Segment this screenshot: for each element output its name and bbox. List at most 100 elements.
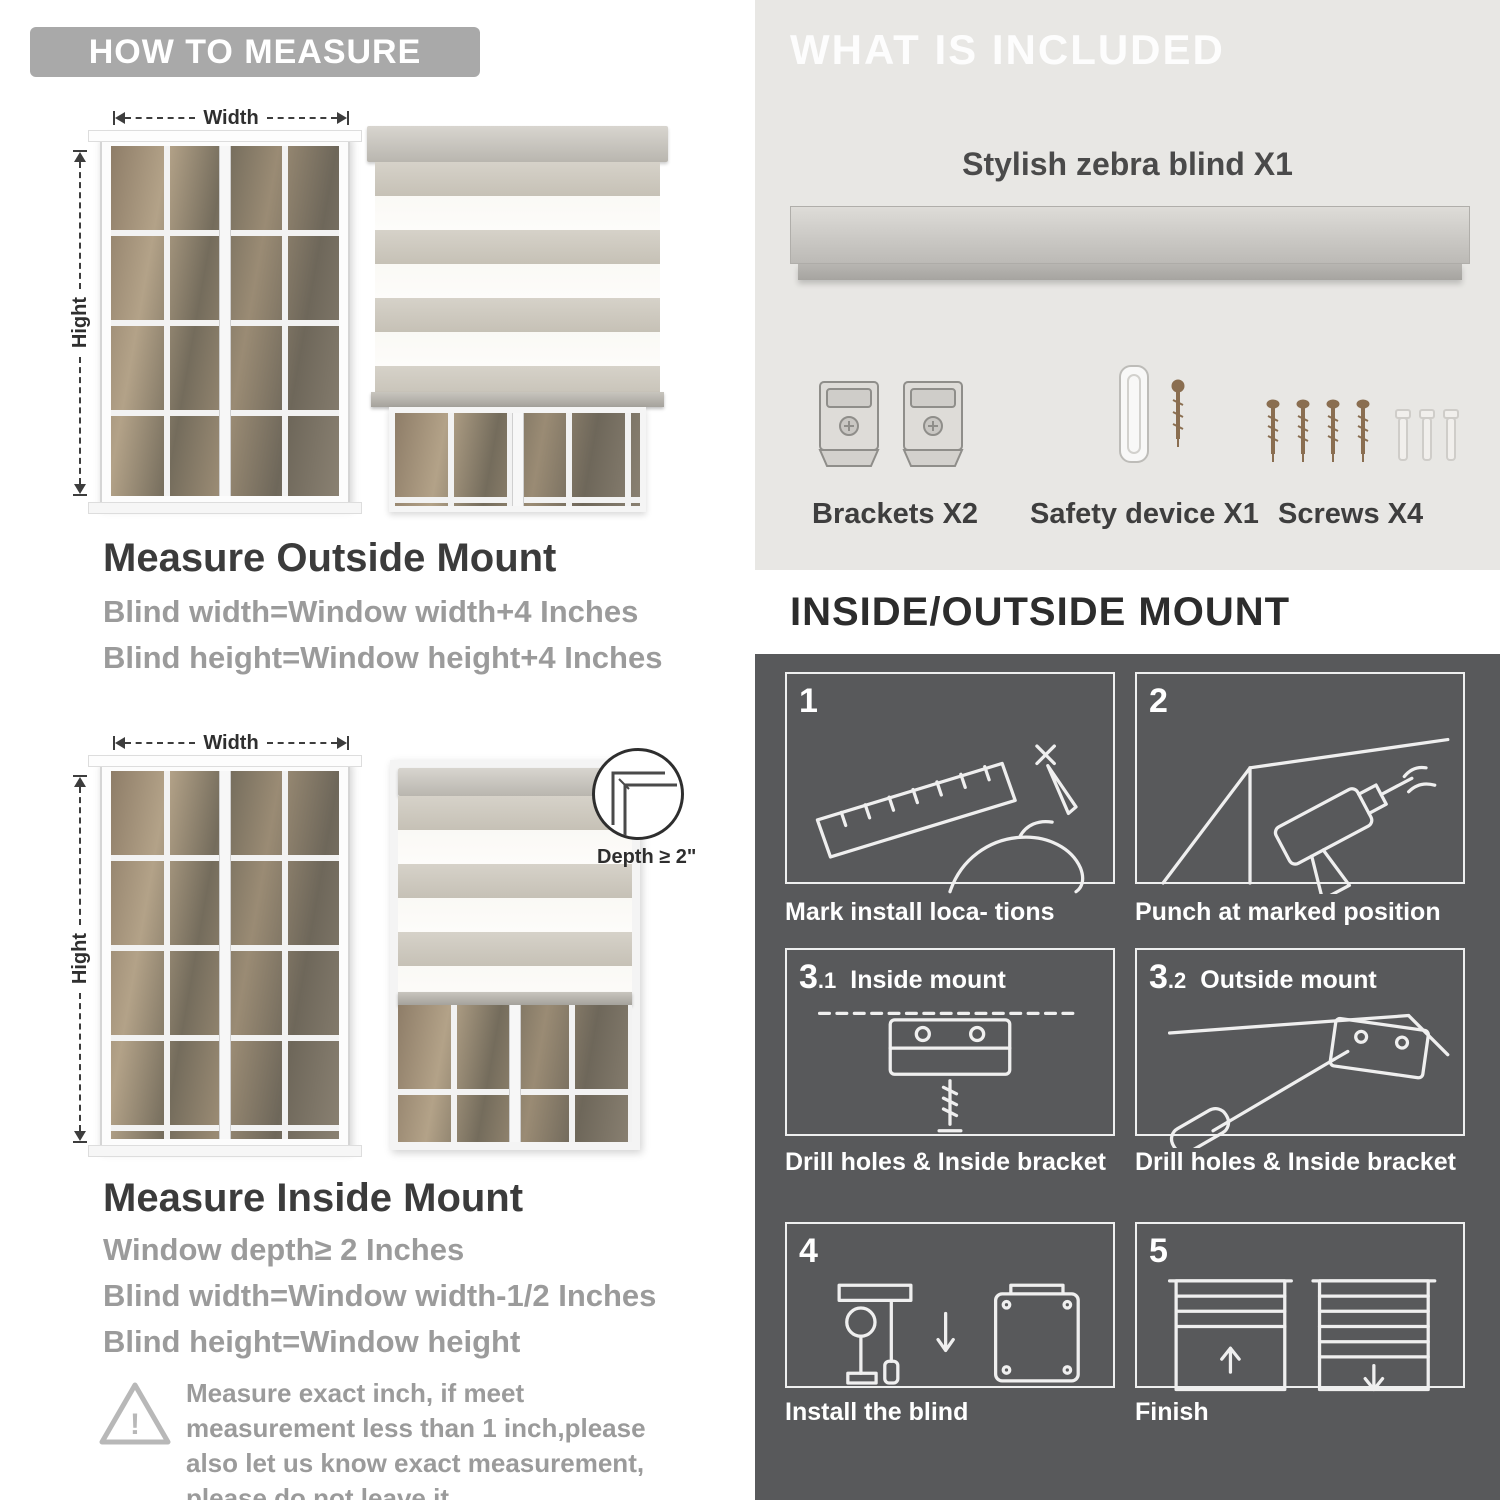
window-center-divider bbox=[509, 1005, 521, 1142]
arrowhead-right-icon bbox=[337, 112, 348, 124]
inside-mount-heading: Measure Inside Mount bbox=[103, 1176, 524, 1220]
zebra-blind-headrail bbox=[790, 206, 1470, 264]
arrowhead-down-icon bbox=[74, 1131, 86, 1141]
step-caption-2: Punch at marked position bbox=[1135, 898, 1441, 926]
outside-mount-line-2: Blind height=Window height+4 Inches bbox=[103, 640, 663, 675]
step-illustration-drill-position bbox=[1161, 737, 1450, 894]
step-card-4: 4 bbox=[785, 1222, 1115, 1388]
dashed-line bbox=[79, 992, 81, 1131]
warning-triangle-icon: ! bbox=[99, 1382, 171, 1445]
step-num-text: 4 bbox=[799, 1232, 818, 1270]
step-card-5: 5 bbox=[1135, 1222, 1465, 1392]
height-arrow-icon: Hight bbox=[68, 775, 91, 1143]
inside-mount-line-3: Blind height=Window height bbox=[103, 1324, 521, 1359]
brackets-label: Brackets X2 bbox=[812, 498, 979, 530]
step-illustration-outside-bracket bbox=[1167, 1013, 1450, 1149]
window-glass bbox=[111, 146, 339, 496]
outside-mount-line-1: Blind width=Window width+4 Inches bbox=[103, 594, 639, 629]
height-label: Hight bbox=[68, 933, 91, 985]
step-illustration-install-blind bbox=[837, 1283, 1080, 1385]
dashed-line bbox=[266, 742, 338, 744]
step-number: 2 bbox=[1149, 682, 1182, 721]
step-card-1: 1 bbox=[785, 672, 1115, 894]
window-below-blind bbox=[389, 407, 646, 512]
dashed-line bbox=[266, 117, 338, 119]
inside-mount-line-1: Window depth≥ 2 Inches bbox=[103, 1232, 465, 1267]
step-sub-text: .2 bbox=[1167, 968, 1187, 993]
arrowhead-up-icon bbox=[74, 777, 86, 787]
window-center-divider bbox=[219, 771, 231, 1139]
dashed-line bbox=[125, 742, 196, 744]
step-card-2: 2 bbox=[1135, 672, 1465, 894]
step-title-text: Inside mount bbox=[850, 966, 1006, 994]
tick-bottom bbox=[73, 494, 87, 496]
dashed-line bbox=[79, 787, 81, 926]
mount-header-band: INSIDE/OUTSIDE MOUNT bbox=[755, 570, 1500, 654]
step-caption-5: Finish bbox=[1135, 1398, 1209, 1426]
step-illustration-finish bbox=[1167, 1279, 1437, 1392]
safety-device-icon bbox=[1119, 365, 1185, 463]
arrowhead-right-icon bbox=[337, 737, 348, 749]
brackets-icon bbox=[818, 381, 964, 467]
step-number: 1 bbox=[799, 682, 832, 721]
window-sill bbox=[88, 1145, 362, 1157]
zebra-blind-outside-illustration bbox=[367, 126, 668, 512]
step-card-3-2: 3 .2 Outside mount bbox=[1135, 948, 1465, 1149]
dashed-line bbox=[79, 162, 81, 290]
step-num-text: 1 bbox=[799, 682, 818, 720]
tick-bottom bbox=[73, 1141, 87, 1143]
zebra-blind-inside-illustration bbox=[390, 760, 640, 1150]
outside-mount-heading: Measure Outside Mount bbox=[103, 536, 557, 580]
warning-exclamation: ! bbox=[130, 1408, 140, 1441]
tick-top bbox=[73, 150, 87, 152]
how-to-measure-header: HOW TO MEASURE bbox=[30, 27, 480, 77]
headrail-bottom-lip bbox=[798, 264, 1462, 280]
arrowhead-left-icon bbox=[115, 737, 125, 749]
step-num-text: 2 bbox=[1149, 682, 1168, 720]
arrowhead-down-icon bbox=[74, 484, 86, 494]
window-glass bbox=[111, 771, 339, 1139]
width-arrow-icon: Width bbox=[113, 106, 350, 129]
tick-right bbox=[347, 736, 350, 750]
what-is-included-header: WHAT IS INCLUDED bbox=[790, 26, 1225, 73]
window-center-divider bbox=[511, 413, 524, 506]
screws-icon bbox=[1266, 399, 1459, 462]
window-lintel bbox=[88, 130, 362, 142]
blind-fabric-stripes bbox=[398, 796, 632, 992]
blind-fabric-stripes bbox=[375, 162, 660, 392]
step-title-text: Outside mount bbox=[1200, 966, 1377, 994]
what-is-included-panel bbox=[755, 0, 1500, 570]
step-sub-text: .1 bbox=[817, 968, 837, 993]
inside-mount-line-2: Blind width=Window width-1/2 Inches bbox=[103, 1278, 657, 1313]
blind-bottom-rail bbox=[398, 992, 632, 1005]
window-corner-icon bbox=[611, 771, 677, 837]
window-glass bbox=[398, 1005, 632, 1142]
step-num-text: 3 bbox=[1149, 958, 1168, 996]
window-illustration-outside bbox=[88, 130, 362, 514]
step-card-3-1: 3 .1 Inside mount bbox=[785, 948, 1115, 1136]
arrowhead-left-icon bbox=[115, 112, 125, 124]
step-caption-4: Install the blind bbox=[785, 1398, 969, 1426]
step-caption-1: Mark install loca- tions bbox=[785, 898, 1055, 926]
step-number: 4 bbox=[799, 1232, 832, 1271]
step-caption-3-1: Drill holes & Inside bracket bbox=[785, 1148, 1106, 1176]
safety-device-label: Safety device X1 bbox=[1030, 498, 1259, 530]
step-number: 3 .1 Inside mount bbox=[799, 958, 1006, 997]
step-caption-3-2: Drill holes & Inside bracket bbox=[1135, 1148, 1456, 1176]
tick-right bbox=[347, 111, 350, 125]
warning-text: Measure exact inch, if meet measurement … bbox=[186, 1378, 646, 1500]
depth-detail-circle bbox=[592, 748, 684, 840]
window-lintel bbox=[88, 755, 362, 767]
tick-left bbox=[113, 736, 115, 750]
step-num-text: 5 bbox=[1149, 1232, 1168, 1270]
step-illustration-inside-bracket bbox=[817, 1011, 1083, 1133]
dashed-line bbox=[79, 356, 81, 484]
width-label: Width bbox=[203, 106, 259, 129]
blind-bottom-rail bbox=[371, 392, 664, 407]
dashed-line bbox=[125, 117, 196, 119]
tick-left bbox=[113, 111, 115, 125]
step-illustration-mark-locations bbox=[815, 744, 1085, 894]
window-center-divider bbox=[219, 146, 231, 496]
window-glass bbox=[395, 413, 640, 506]
